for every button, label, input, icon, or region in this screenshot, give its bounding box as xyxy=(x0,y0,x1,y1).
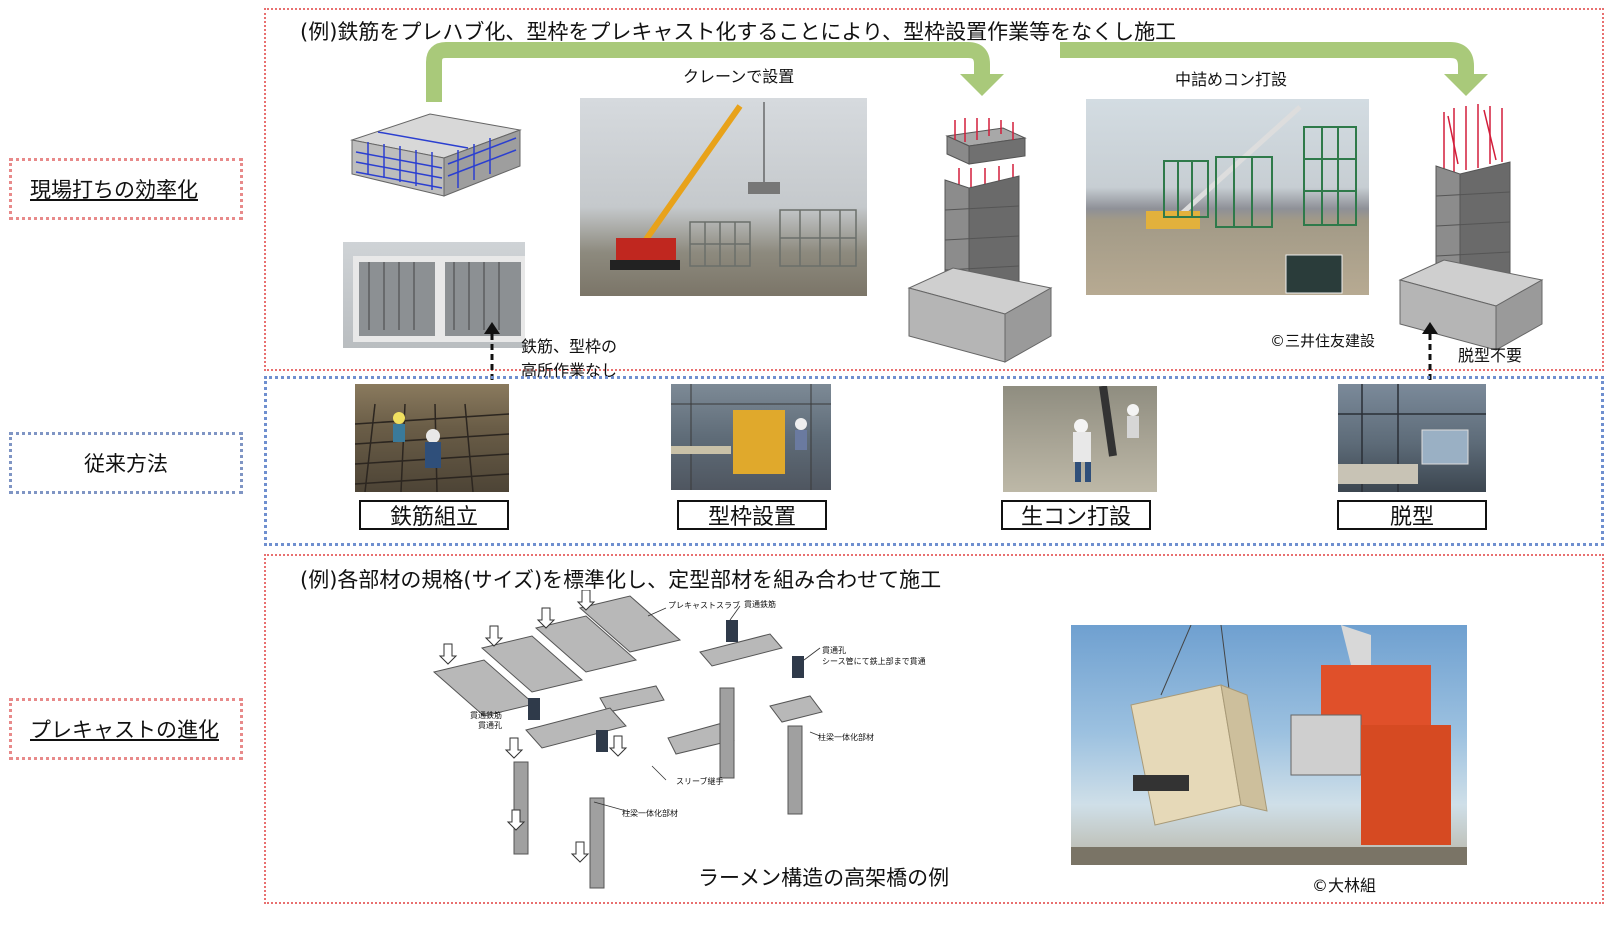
slab-piece-3 xyxy=(480,635,584,693)
dashed-up-arrow-left xyxy=(484,322,500,388)
step-formwork-removal: 脱型 xyxy=(1337,500,1487,530)
arrow-head-1 xyxy=(960,74,1004,96)
beam-piece-front xyxy=(525,707,627,749)
step-formwork-removal-label: 脱型 xyxy=(1389,505,1434,530)
conventional-label: 従来方法 xyxy=(84,452,168,476)
bottom-example-text: (例)各部材の規格(サイズ)を標準化し、定型部材を組み合わせて施工 xyxy=(300,568,942,592)
slab-piece-2 xyxy=(534,615,638,673)
concrete-pouring-photo xyxy=(1086,99,1369,295)
step-rebar-assembly-label: 鉄筋組立 xyxy=(389,505,478,530)
beam-piece-right xyxy=(769,695,823,723)
slab-piece-1 xyxy=(578,595,682,653)
dashed-up-arrow-right xyxy=(1422,322,1438,384)
label-through-rebar-1: 貫通鉄筋 xyxy=(744,600,776,609)
column-1 xyxy=(719,687,735,779)
label-sleeve-joint: スリーブ継手 xyxy=(676,777,724,786)
finished-pier-model xyxy=(1398,104,1544,351)
efficiency-label-box: 現場打ちの効率化 xyxy=(9,158,243,220)
beam-piece-top xyxy=(699,633,783,667)
efficiency-panel xyxy=(264,8,1604,371)
step-formwork-setup-label: 型枠設置 xyxy=(707,505,796,530)
no-high-work-line1: 鉄筋、型枠の xyxy=(521,337,618,356)
label-through-hole-2: 貫通孔 xyxy=(478,721,502,730)
beam-piece-mid xyxy=(599,685,665,713)
bottom-credit: ©大林組 xyxy=(1312,876,1377,895)
step-formwork-setup: 型枠設置 xyxy=(677,500,827,530)
formwork-removal-photo xyxy=(1338,384,1486,492)
column-3 xyxy=(513,761,529,855)
prefab-rebar-model xyxy=(350,113,522,197)
diagram-caption: ラーメン構造の高架橋の例 xyxy=(698,866,950,890)
formwork-setup-photo xyxy=(671,384,831,490)
step-concrete-pouring: 生コン打設 xyxy=(1001,500,1151,530)
precast-formwork-photo xyxy=(343,242,525,348)
crane-caption: クレーンで設置 xyxy=(683,67,795,86)
precast-panel xyxy=(264,554,1604,904)
step-rebar-assembly: 鉄筋組立 xyxy=(359,500,509,530)
precast-label: プレキャストの進化 xyxy=(30,718,219,742)
label-precast-slab: プレキャストスラブ xyxy=(668,601,740,610)
pier-with-cap-model xyxy=(907,118,1053,363)
column-4 xyxy=(589,797,605,889)
no-formwork-removal: 脱型不要 xyxy=(1458,346,1523,365)
crane-installation-photo xyxy=(580,98,867,296)
top-credit: ©三井住友建設 xyxy=(1270,332,1376,350)
label-through-rebar-2: 貫通鉄筋 xyxy=(470,711,502,720)
rebar-assembly-photo xyxy=(355,384,509,492)
label-through-hole-1: 貫通孔 xyxy=(822,646,846,655)
concrete-pouring-conventional-photo xyxy=(1003,386,1157,492)
label-column-beam-2: 柱梁一体化部材 xyxy=(622,809,678,818)
viaduct-exploded-diagram xyxy=(432,590,823,889)
efficiency-label: 現場打ちの効率化 xyxy=(30,178,198,202)
precast-label-box: プレキャストの進化 xyxy=(9,698,243,760)
step-concrete-pouring-label: 生コン打設 xyxy=(1020,505,1131,530)
precast-lifting-photo xyxy=(1071,625,1467,865)
concrete-caption: 中詰めコン打設 xyxy=(1175,70,1288,89)
column-2 xyxy=(787,725,803,815)
arrow-head-2 xyxy=(1444,74,1488,96)
conventional-label-box: 従来方法 xyxy=(9,432,243,494)
label-column-beam-1: 柱梁一体化部材 xyxy=(818,733,874,742)
conventional-panel xyxy=(264,376,1604,546)
top-example-text: (例)鉄筋をプレハブ化、型枠をプレキャスト化することにより、型枠設置作業等をなく… xyxy=(300,20,1177,44)
no-high-work-line2: 高所作業なし xyxy=(521,361,618,380)
label-sheath-note: シース管にて鉄上部まで貫通 xyxy=(822,657,926,666)
process-arrows xyxy=(426,42,1488,102)
